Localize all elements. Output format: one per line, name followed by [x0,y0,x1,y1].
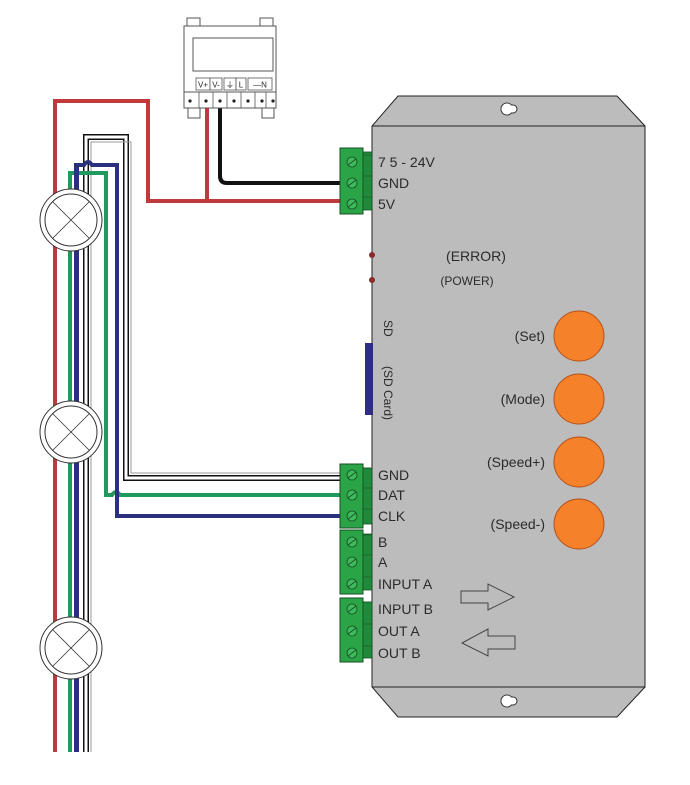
sd-card-slot[interactable] [365,343,373,415]
mount-hole-bottom [500,694,518,708]
power-led [369,277,375,283]
button-speed-plus[interactable]: (Speed+) [487,436,605,488]
ps-terminal-label: V+ [198,81,208,90]
ps-terminal-label: V- [212,81,220,90]
button-circle[interactable] [553,310,605,362]
ps-screw-icon [188,99,192,103]
blue-clock-wire [74,160,340,752]
sd-label: SD [381,320,395,337]
ps-screw-icon [246,99,250,103]
terminal-screw-icon[interactable] [346,647,358,659]
terminal-screw-icon[interactable] [346,578,358,590]
controller: (ERROR) (POWER) SD (SD Card) (Set) (Mode)… [365,95,646,718]
terminal-screw-icon[interactable] [346,625,358,637]
terminal-screw-icon[interactable] [346,489,358,501]
terminal-screw-icon[interactable] [346,469,358,481]
button-speed-minus[interactable]: (Speed-) [491,498,605,550]
lamp-icon [39,400,103,464]
black-wire [218,96,340,185]
ps-screw-icon [204,99,208,103]
terminal-screw-icon[interactable] [346,603,358,615]
ps-terminal-label-box [247,77,273,91]
ps-screw-icon [271,99,275,103]
terminal-screw-icon[interactable] [346,556,358,568]
lamp-icon [39,616,103,680]
sd-card-label: (SD Card) [381,366,395,420]
terminal-label: 5V [378,196,396,212]
terminal-label: A [378,554,388,570]
terminal-label: B [378,534,387,550]
error-label: (ERROR) [446,248,506,264]
lamps [39,188,103,680]
power-terminal-block: 7 5 - 24V GND 5V [339,147,435,215]
power-supply: V+ V- ⏚ L —N [183,17,277,119]
arrow-left-icon [460,628,516,657]
button-circle[interactable] [553,436,605,488]
terminal-label: OUT B [378,645,421,661]
white-ground-wire [83,134,340,752]
lamp-icon [39,188,103,252]
ps-terminal-label: ⏚ [226,81,234,90]
button-label: (Speed+) [487,454,545,470]
terminal-label: 7 5 - 24V [378,154,435,170]
button-label: (Speed-) [491,516,545,532]
ps-terminal-label-box [209,77,223,91]
output-terminal-block: GND DAT CLK [339,463,409,529]
power-label: (POWER) [440,274,493,288]
error-led [369,252,375,258]
red-wire [53,96,340,752]
power-supply-display [192,37,274,72]
ps-screw-icon [260,99,264,103]
ps-screw-icon [232,99,236,103]
button-label: (Set) [515,328,545,344]
sync-terminal-block-1: BA INPUT A [339,529,433,595]
sync-terminal-block-2: INPUT B OUT A OUT B [339,597,433,663]
ps-terminal-label: L [239,81,244,90]
terminal-screw-icon[interactable] [346,198,358,210]
mount-hole-top [500,102,518,116]
terminal-screw-icon[interactable] [346,536,358,548]
terminal-screw-icon[interactable] [346,156,358,168]
terminal-label: OUT A [378,623,420,639]
terminal-label: DAT [378,487,405,503]
button-mode[interactable]: (Mode) [501,373,605,425]
terminal-screw-icon[interactable] [346,510,358,522]
button-circle[interactable] [553,373,605,425]
terminal-label: INPUT A [378,576,433,592]
button-label: (Mode) [501,391,545,407]
terminal-label: GND [378,175,409,191]
terminal-screw-icon[interactable] [346,177,358,189]
button-set[interactable]: (Set) [515,310,605,362]
terminal-label: CLK [378,508,406,524]
green-data-wire [68,171,340,752]
terminal-label: GND [378,467,409,483]
button-circle[interactable] [553,498,605,550]
terminal-label: INPUT B [378,601,433,617]
ps-terminal-label: —N [253,81,267,90]
arrow-right-icon [460,583,516,611]
ps-screw-icon [218,99,222,103]
ps-terminal-label-box [235,77,247,91]
